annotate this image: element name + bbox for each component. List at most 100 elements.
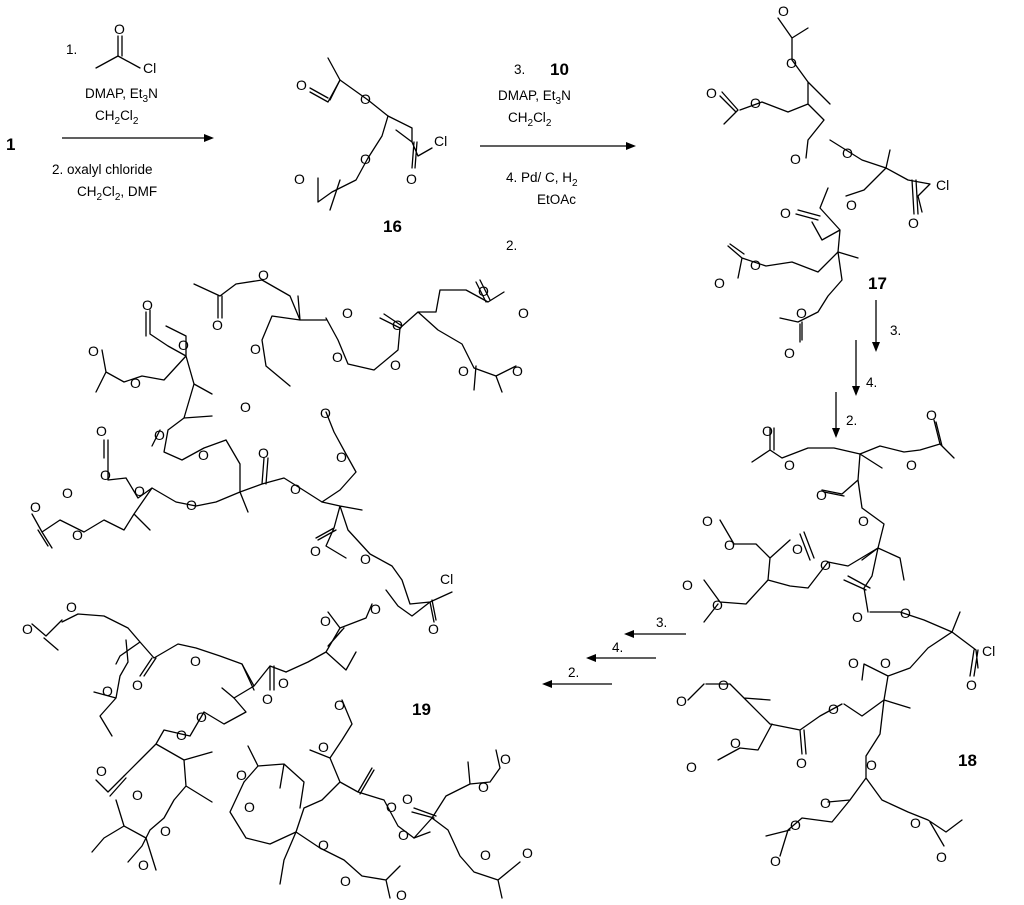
- c19-oxygen-46: O: [236, 767, 247, 783]
- c19-oxygen-1: O: [258, 267, 269, 283]
- c19-oxygen-52: O: [318, 837, 329, 853]
- compound-17-structure: [719, 17, 931, 343]
- c19-oxygen-59: O: [500, 751, 511, 767]
- c18-oxygen-5: O: [816, 487, 827, 503]
- c19-oxygen-9: O: [342, 305, 353, 321]
- c19-oxygen-60: O: [480, 847, 491, 863]
- c19-oxygen-5: O: [88, 343, 99, 359]
- c19-oxygen-53: O: [340, 873, 351, 889]
- step2-solvent: CH2Cl2, DMF: [77, 184, 157, 203]
- c18-oxygen-9: O: [792, 541, 803, 557]
- arrow-17-to-18-step2: [832, 392, 840, 438]
- c19-oxygen-8: O: [240, 399, 251, 415]
- c17-oxygen-4: O: [750, 95, 761, 111]
- c19-oxygen-30: O: [310, 543, 321, 559]
- c17-oxygen-12: O: [796, 305, 807, 321]
- c19-oxygen-15: O: [458, 363, 469, 379]
- c18-oxygen-2: O: [784, 457, 795, 473]
- c19-oxygen-10: O: [332, 349, 343, 365]
- step1-arrow: [62, 134, 214, 142]
- c19-oxygen-13: O: [478, 283, 489, 299]
- c19-oxygen-28: O: [30, 499, 41, 515]
- step2-repeat-number: 2.: [506, 238, 517, 253]
- c18-oxygen-16: O: [880, 655, 891, 671]
- c19-oxygen-48: O: [132, 787, 143, 803]
- c18-oxygen-14: O: [900, 605, 911, 621]
- compound-18-label: 18: [958, 751, 977, 770]
- c18-oxygen-7: O: [702, 513, 713, 529]
- step3-number: 3.: [514, 62, 525, 77]
- c19-oxygen-51: O: [244, 799, 255, 815]
- c19-oxygen-26: O: [134, 483, 145, 499]
- c19-oxygen-23: O: [258, 445, 269, 461]
- c17-oxygen-2: O: [786, 55, 797, 71]
- c19-oxygen-41: O: [102, 683, 113, 699]
- acetyl-chlorine: Cl: [143, 60, 156, 76]
- c19-oxygen-44: O: [334, 697, 345, 713]
- step-label-2b: 2.: [568, 665, 579, 680]
- c17-oxygen-7: O: [908, 215, 919, 231]
- c19-oxygen-4: O: [178, 337, 189, 353]
- c18-oxygen-20: O: [828, 701, 839, 717]
- c19-oxygen-17: O: [154, 427, 165, 443]
- c19-oxygen-25: O: [186, 497, 197, 513]
- c19-oxygen-43: O: [176, 727, 187, 743]
- step4-solvent: EtOAc: [537, 192, 576, 207]
- c19-oxygen-35: O: [66, 599, 77, 615]
- c16-oxygen-5: O: [406, 171, 417, 187]
- compound-18-structure: [687, 419, 979, 857]
- compound-17-label: 17: [868, 274, 887, 293]
- acetyl-oxygen: O: [114, 21, 125, 37]
- c19-oxygen-27: O: [62, 485, 73, 501]
- step3-solvent: CH2Cl2: [508, 110, 552, 129]
- c19-chlorine: Cl: [440, 571, 453, 587]
- c19-oxygen-55: O: [386, 799, 397, 815]
- compound-16-label: 16: [383, 217, 402, 236]
- step-label-3b: 3.: [656, 615, 667, 630]
- c19-oxygen-45: O: [318, 739, 329, 755]
- c16-oxygen-1: O: [296, 77, 307, 93]
- c18-oxygen-17: O: [848, 655, 859, 671]
- c18-oxygen-6: O: [858, 513, 869, 529]
- c19-oxygen-56: O: [398, 827, 409, 843]
- step1-solvent: CH2Cl2: [95, 108, 139, 127]
- c19-oxygen-33: O: [370, 601, 381, 617]
- step3-reagents: DMAP, Et3N: [498, 88, 571, 107]
- c17-oxygen-1: O: [778, 3, 789, 19]
- step1-number: 1.: [66, 42, 77, 57]
- arrow-17-to-18-step3: [872, 300, 880, 352]
- step4-conditions: 4. Pd/ C, H2: [506, 170, 578, 189]
- c19-oxygen-49: O: [160, 823, 171, 839]
- c18-oxygen-15: O: [966, 677, 977, 693]
- c19-oxygen-14: O: [518, 305, 529, 321]
- c19-oxygen-18: O: [198, 447, 209, 463]
- compound-19-structure: [31, 279, 521, 899]
- c18-oxygen-12: O: [712, 597, 723, 613]
- c18-oxygen-21: O: [796, 755, 807, 771]
- arrow-18-to-19-step2: [542, 680, 612, 688]
- c19-oxygen-12: O: [392, 317, 403, 333]
- c18-oxygen-29: O: [936, 849, 947, 865]
- c16-oxygen-3: O: [360, 151, 371, 167]
- c18-oxygen-22: O: [730, 735, 741, 751]
- step-label-4a: 4.: [866, 375, 877, 390]
- c19-oxygen-22: O: [336, 449, 347, 465]
- c19-oxygen-3: O: [142, 297, 153, 313]
- compound-16-structure: [309, 57, 433, 211]
- c19-oxygen-38: O: [190, 653, 201, 669]
- c19-oxygen-37: O: [132, 677, 143, 693]
- c18-oxygen-18: O: [718, 677, 729, 693]
- c19-oxygen-16: O: [512, 363, 523, 379]
- c17-oxygen-3: O: [706, 85, 717, 101]
- step2-arrow: [480, 142, 636, 150]
- arrow-18-to-19-step3: [624, 630, 686, 638]
- c18-oxygen-8: O: [724, 537, 735, 553]
- c16-chlorine: Cl: [434, 133, 447, 149]
- c19-oxygen-6: O: [130, 375, 141, 391]
- c19-oxygen-11: O: [390, 357, 401, 373]
- c19-oxygen-58: O: [478, 779, 489, 795]
- c17-oxygen-6: O: [842, 145, 853, 161]
- c17-oxygen-5: O: [790, 151, 801, 167]
- c19-oxygen-24: O: [290, 481, 301, 497]
